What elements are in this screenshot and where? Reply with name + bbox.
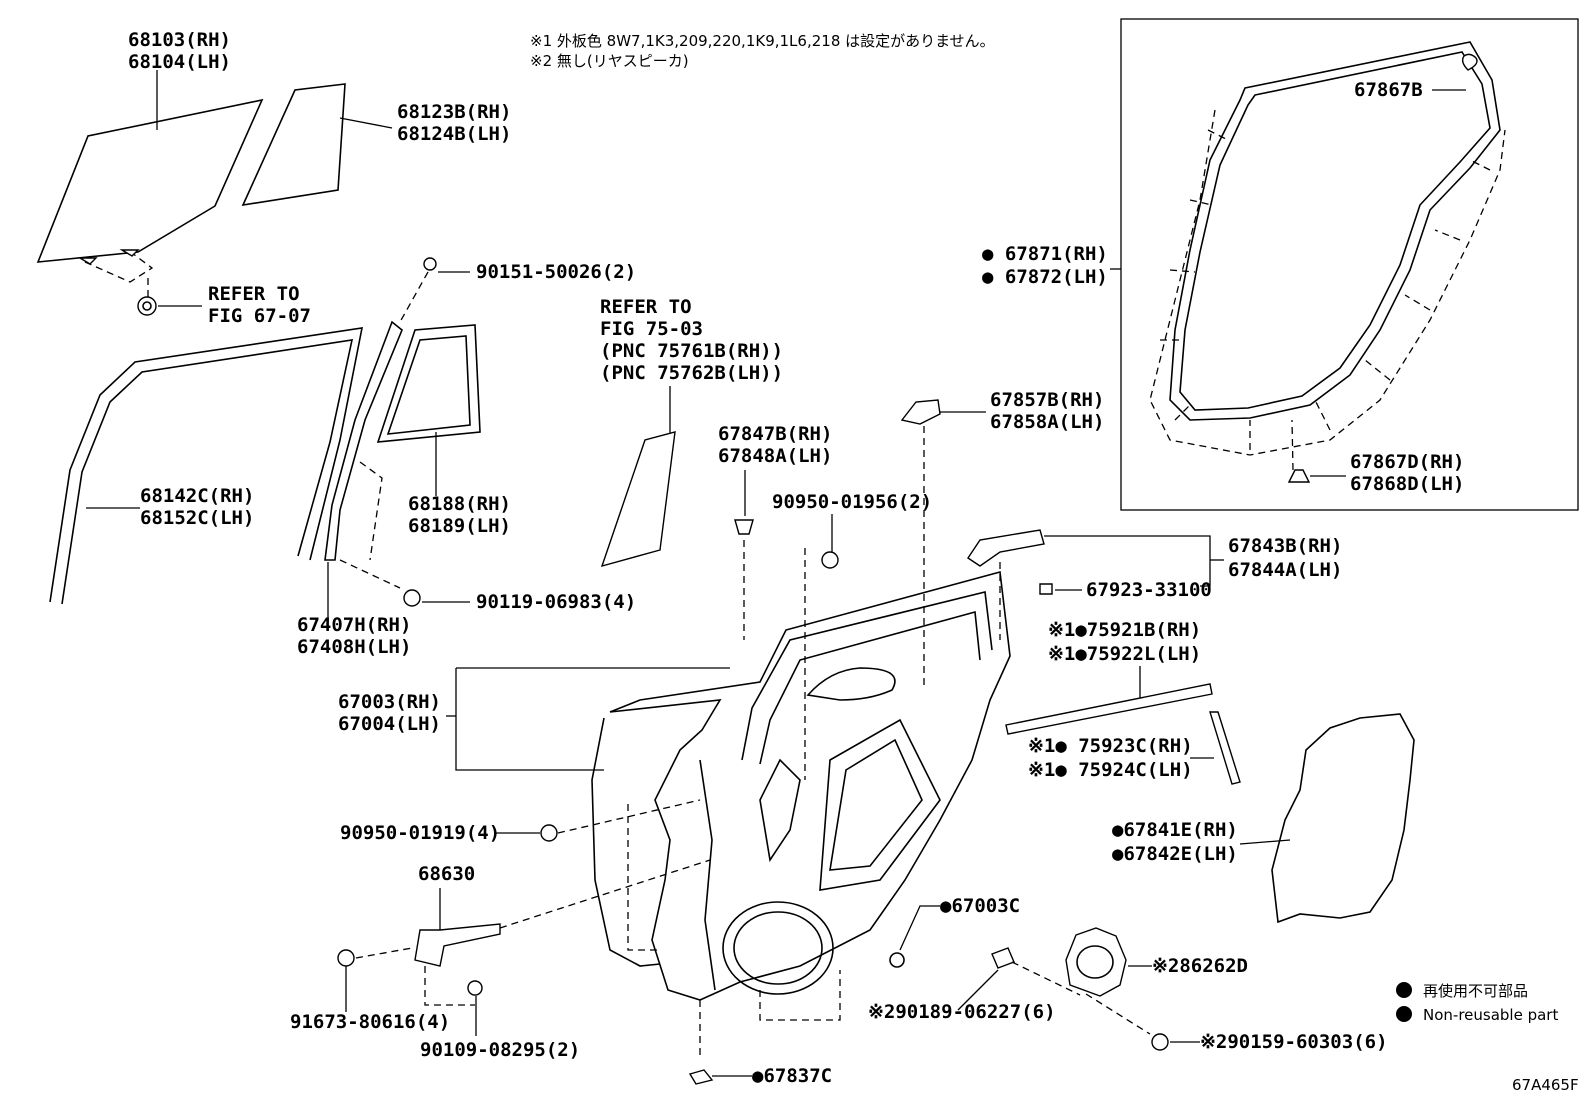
refer-67-07-line1: REFER TO	[208, 283, 300, 305]
label-91673: 91673-80616(4)	[290, 1011, 450, 1033]
label-67871: ● 67871(RH)	[982, 243, 1108, 265]
refer-67-07-line2: FIG 67-07	[208, 305, 311, 327]
label-68104: 68104(LH)	[128, 51, 231, 73]
label-75922L: ※1●75922L(LH)	[1048, 643, 1201, 665]
pillar-garnish-drawing	[600, 431, 676, 568]
plug-67003C	[889, 952, 905, 968]
label-67842E: ●67842E(LH)	[1112, 843, 1238, 865]
label-75924C: ※1● 75924C(LH)	[1028, 759, 1193, 781]
label-90950-01956: 90950-01956(2)	[772, 491, 932, 513]
label-67003C: ●67003C	[940, 895, 1020, 917]
division-bar-drawing	[324, 320, 403, 561]
label-67837C: ●67837C	[752, 1065, 832, 1087]
screw-90151	[423, 257, 437, 271]
run-channel-drawing	[49, 327, 364, 603]
door-glass-drawing	[36, 98, 264, 263]
label-67867D: 67867D(RH)	[1350, 451, 1464, 473]
label-68103: 68103(RH)	[128, 29, 231, 51]
hole-cover-drawing	[1271, 713, 1415, 924]
door-check-drawing	[414, 923, 501, 967]
label-68124B: 68124B(LH)	[397, 123, 511, 145]
label-67003: 67003(RH)	[338, 691, 441, 713]
label-67847B: 67847B(RH)	[718, 423, 832, 445]
note-2: ※2 無し(リヤスピーカ)	[530, 52, 689, 70]
label-67407H: 67407H(RH)	[297, 614, 411, 636]
label-67857B: 67857B(RH)	[990, 389, 1104, 411]
bolt-refer-67-07	[137, 296, 157, 316]
leader-68123B	[339, 117, 393, 129]
label-90189: ※290189-06227(6)	[868, 1001, 1056, 1023]
label-86262D: ※286262D	[1152, 955, 1248, 977]
label-67867B: 67867B	[1354, 79, 1423, 101]
legend-dot-1	[1396, 982, 1412, 998]
label-67858A: 67858A(LH)	[990, 411, 1104, 433]
label-90151: 90151-50026(2)	[476, 261, 636, 283]
legend-en: Non-reusable part	[1423, 1006, 1558, 1024]
label-68152C: 68152C(LH)	[140, 507, 254, 529]
bolt-90109	[467, 980, 483, 996]
label-68188: 68188(RH)	[408, 493, 511, 515]
label-68123B: 68123B(RH)	[397, 101, 511, 123]
speaker-drawing	[1065, 927, 1127, 997]
weatherstrip-inset-box	[1120, 18, 1579, 511]
quarter-glass-drawing	[241, 83, 346, 207]
door-panel-drawing	[591, 570, 1011, 1001]
label-67408H: 67408H(LH)	[297, 636, 411, 658]
note-1: ※1 外板色 8W7,1K3,209,220,1K9,1L6,218 は設定があ…	[530, 32, 995, 50]
label-67868D: 67868D(LH)	[1350, 473, 1464, 495]
label-67004: 67004(LH)	[338, 713, 441, 735]
screw-90159	[1151, 1033, 1169, 1051]
clip-90950-01956	[821, 551, 839, 569]
clip-67923	[1039, 583, 1053, 595]
label-90159: ※290159-60303(6)	[1200, 1031, 1388, 1053]
label-90950-01919: 90950-01919(4)	[340, 822, 500, 844]
door-weatherstrip-drawing	[1149, 41, 1506, 483]
refer-75-03-line1: REFER TO	[600, 296, 692, 318]
label-68142C: 68142C(RH)	[140, 485, 254, 507]
cover-67857B	[900, 399, 941, 425]
legend-jp: 再使用不可部品	[1423, 982, 1528, 1000]
label-68630: 68630	[418, 863, 475, 885]
moulding-75923C-drawing	[1209, 711, 1241, 785]
bracket-67843B	[967, 529, 1045, 567]
label-67923: 67923-33100	[1086, 579, 1212, 601]
clip-90950-01919	[540, 824, 558, 842]
bolt-91673	[337, 949, 355, 967]
belt-moulding-drawing	[1005, 683, 1213, 735]
label-90119: 90119-06983(4)	[476, 591, 636, 613]
bolt-90119	[403, 589, 421, 607]
figure-code: 67A465F	[1512, 1076, 1579, 1094]
clip-67837C	[688, 1069, 714, 1085]
refer-75-03-line4: (PNC 75762B(LH))	[600, 362, 783, 384]
nut-90189	[991, 947, 1015, 969]
label-67872: ● 67872(LH)	[982, 266, 1108, 288]
label-68189: 68189(LH)	[408, 515, 511, 537]
label-67848A: 67848A(LH)	[718, 445, 832, 467]
refer-75-03-line3: (PNC 75761B(RH))	[600, 340, 783, 362]
label-67841E: ●67841E(RH)	[1112, 819, 1238, 841]
legend-dot-2	[1396, 1006, 1412, 1022]
label-75921B: ※1●75921B(RH)	[1048, 619, 1201, 641]
refer-75-03-line2: FIG 75-03	[600, 318, 703, 340]
quarter-frame-drawing	[376, 324, 481, 443]
label-75923C: ※1● 75923C(RH)	[1028, 735, 1193, 757]
label-67843B: 67843B(RH)	[1228, 535, 1342, 557]
label-90109: 90109-08295(2)	[420, 1039, 580, 1061]
label-67844A: 67844A(LH)	[1228, 559, 1342, 581]
clip-67847B	[734, 519, 754, 535]
